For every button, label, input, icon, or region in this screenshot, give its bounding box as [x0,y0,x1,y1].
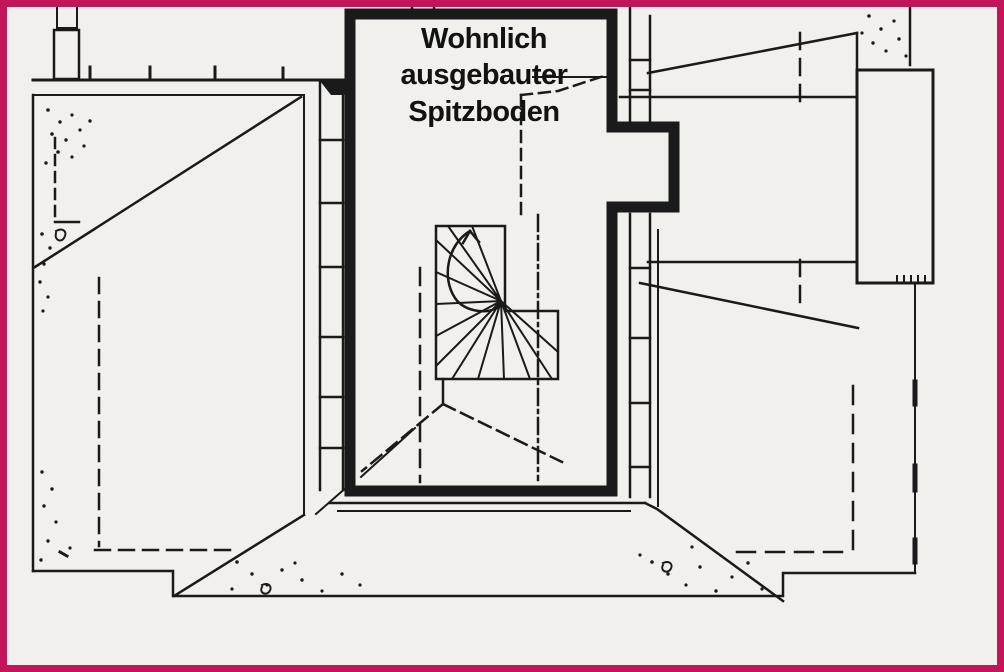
stair-rail-curve [446,229,499,313]
squiggle-mark-4 [57,549,70,559]
balcony-outline [855,68,935,285]
room-label-line2: ausgebauter [401,59,568,91]
squiggle-mark-3 [661,561,673,573]
room-walls [344,8,680,497]
room-label-line1: Wohnlich [421,23,547,55]
chimney [52,0,81,81]
wall-corner-blob [320,81,345,95]
stipple-dots [38,14,908,593]
room-label: Wohnlich ausgebauter Spitzboden [401,23,569,128]
left-bottom-hip [172,513,306,598]
roof-eave-skirt [31,484,917,603]
squiggle-mark [54,228,67,242]
left-roof-area [31,0,347,573]
stair-outline [434,224,560,381]
stair-direction-arrow [461,229,481,245]
right-roof-area [618,0,935,574]
left-knee-wall [303,78,345,516]
right-roof-diagonal-bottom [638,281,860,330]
corner-mitre [314,484,350,516]
left-hip-diagonal-2 [31,227,97,270]
room-label-line3: Spitzboden [408,96,559,128]
balcony-comb-ticks [896,275,926,284]
rafter-ticks [88,65,285,82]
construction-lines [359,72,615,484]
eave-line [31,569,917,598]
stair-treads [434,224,560,381]
staircase [434,224,560,381]
right-wall-faces [628,0,659,507]
right-bottom-hip [643,501,785,603]
right-roof-diagonal-top [646,31,859,75]
